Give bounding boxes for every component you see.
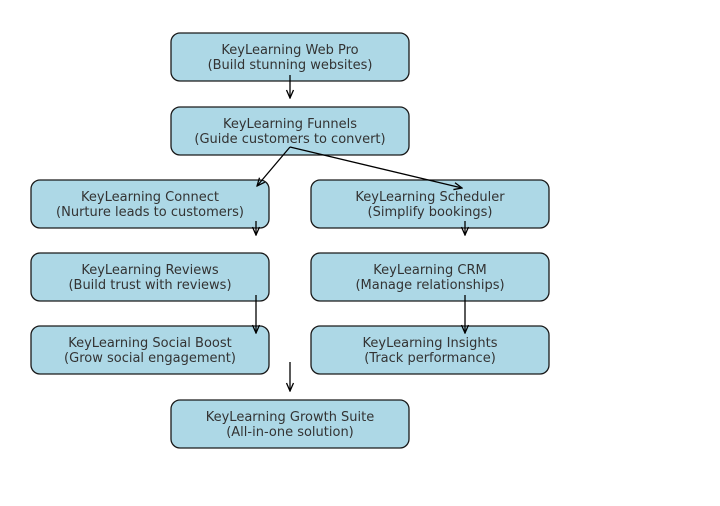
node-box [310, 325, 550, 375]
node-box [310, 252, 550, 302]
node-description: (Nurture leads to customers) [56, 205, 244, 220]
node-title: KeyLearning Growth Suite [206, 410, 375, 425]
node-title: KeyLearning Reviews [81, 263, 219, 278]
node-description: (Track performance) [364, 351, 496, 366]
node-box [170, 106, 410, 156]
node-box [30, 252, 270, 302]
node-social-boost: KeyLearning Social Boost(Grow social eng… [30, 325, 270, 375]
node-box [170, 399, 410, 449]
node-title: KeyLearning Connect [81, 190, 219, 205]
edge-funnels-to-scheduler-arrow [289, 146, 462, 188]
node-title: KeyLearning Scheduler [355, 190, 505, 205]
node-title: KeyLearning CRM [373, 263, 486, 278]
node-description: (Build stunning websites) [208, 58, 373, 73]
node-description: (Manage relationships) [355, 278, 504, 293]
node-title: KeyLearning Insights [363, 336, 498, 351]
node-growth-suite: KeyLearning Growth Suite(All-in-one solu… [170, 399, 410, 449]
node-description: (Simplify bookings) [368, 205, 493, 220]
node-title: KeyLearning Social Boost [68, 336, 232, 351]
node-title: KeyLearning Funnels [223, 117, 357, 132]
node-crm: KeyLearning CRM(Manage relationships) [310, 252, 550, 302]
node-reviews: KeyLearning Reviews(Build trust with rev… [30, 252, 270, 302]
node-insights: KeyLearning Insights(Track performance) [310, 325, 550, 375]
node-box [30, 325, 270, 375]
node-description: (Grow social engagement) [64, 351, 236, 366]
nodes: KeyLearning Web Pro(Build stunning websi… [30, 32, 550, 449]
node-description: (Build trust with reviews) [68, 278, 231, 293]
node-description: (All-in-one solution) [226, 425, 354, 440]
edge-funnels-to-connect-arrow [257, 146, 291, 186]
node-box [30, 179, 270, 229]
node-connect: KeyLearning Connect(Nurture leads to cus… [30, 179, 270, 229]
node-web-pro: KeyLearning Web Pro(Build stunning websi… [170, 32, 410, 82]
node-title: KeyLearning Web Pro [221, 43, 358, 58]
node-description: (Guide customers to convert) [194, 132, 385, 147]
node-scheduler: KeyLearning Scheduler(Simplify bookings) [310, 179, 550, 229]
node-funnels: KeyLearning Funnels(Guide customers to c… [170, 106, 410, 156]
